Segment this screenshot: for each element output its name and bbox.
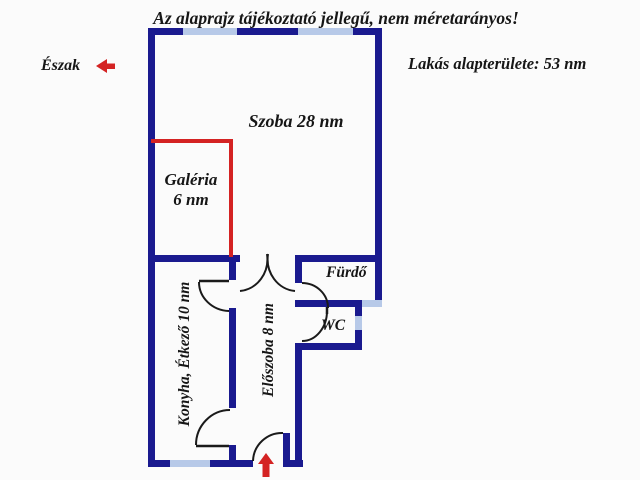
furdo-door-arc (301, 282, 329, 309)
furdo-bottom-window (358, 300, 382, 307)
room-label-furdo: Fürdő (326, 264, 367, 281)
konyha-divider-mid (229, 308, 236, 408)
room-label-wc: WC (321, 317, 346, 334)
north-arrow-icon (96, 59, 115, 73)
konyha-divider-upper (229, 255, 236, 280)
room-label-eloszoba: Előszoba 8 nm (260, 303, 277, 397)
entrance-jamb (283, 433, 290, 463)
north-label: Észak (41, 57, 81, 74)
disclaimer-title: Az alaprajz tájékoztató jellegű, nem mér… (153, 8, 519, 28)
entrance-arrow-icon (258, 453, 274, 477)
left-wall (148, 28, 155, 467)
bottom-wall-left (148, 460, 170, 467)
door-arcs (195, 253, 329, 462)
konyha-lower-door-arc (195, 409, 231, 446)
inner-walls (148, 255, 382, 467)
eloszoba-right-wall-lower (295, 343, 302, 467)
top-wall (148, 28, 382, 35)
wc-bottom-wall (295, 343, 362, 350)
wc-window (355, 316, 362, 330)
room-label-szoba: Szoba 28 nm (248, 111, 344, 131)
galeria-name: Galéria (164, 170, 218, 189)
top-window-right (298, 28, 353, 35)
eloszoba-right-wall-upper (295, 255, 302, 283)
konyha-divider-lower (229, 445, 236, 467)
bottom-window (170, 460, 210, 467)
entrance-door-arc (252, 431, 284, 462)
konyha-upper-door-arc (198, 281, 230, 312)
bottom-wall-right (283, 460, 303, 467)
top-window-left (183, 28, 237, 35)
furdo-top-wall (295, 255, 382, 262)
right-wall (375, 28, 382, 307)
total-area-label: Lakás alapterülete: 53 nm (408, 54, 587, 73)
galeria-outline (151, 139, 233, 257)
double-door-right-arc (266, 253, 296, 292)
szoba-bottom-wall (148, 255, 240, 262)
room-label-konyha: Konyha, Étkező 10 nm (176, 281, 193, 427)
room-label-galeria: Galéria 6 nm (152, 170, 230, 209)
galeria-area: 6 nm (173, 189, 209, 209)
wc-door-arc (301, 310, 328, 342)
furdo-bottom-wall (295, 300, 358, 307)
